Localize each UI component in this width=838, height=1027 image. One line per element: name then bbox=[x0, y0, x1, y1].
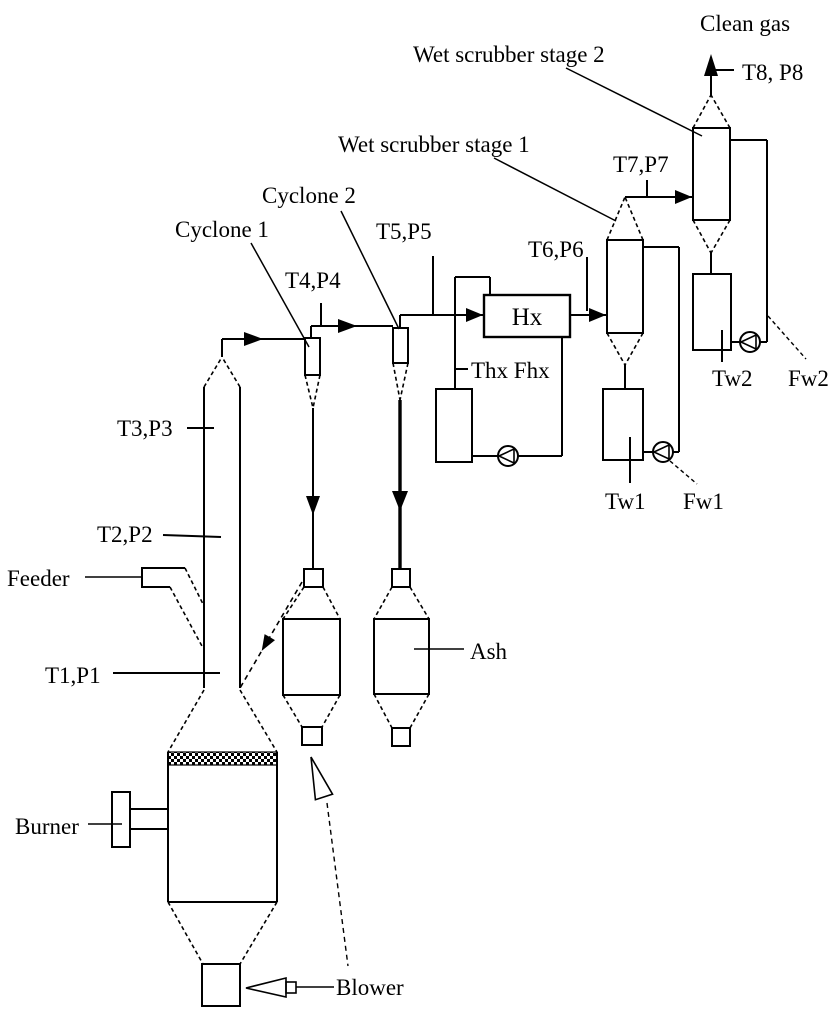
blower-up-arrow-icon bbox=[310, 756, 334, 801]
blower-arrow-icon bbox=[245, 976, 287, 998]
cyclone-2 bbox=[392, 308, 484, 568]
scrubber2-water-tank bbox=[692, 273, 732, 351]
heat-exchanger: Hx Thx Fhx bbox=[435, 276, 607, 467]
t2p2-tick bbox=[162, 534, 222, 538]
flow-arrow-into-hx bbox=[466, 308, 483, 322]
t1p1-label: T1,P1 bbox=[45, 663, 101, 688]
t3p3-label: T3,P3 bbox=[117, 416, 173, 441]
t5p5-label: T5,P5 bbox=[376, 219, 432, 244]
burner-flange bbox=[111, 791, 131, 848]
cyclone1-leader bbox=[250, 242, 310, 348]
t2p2-label: T2,P2 bbox=[97, 522, 153, 547]
fw2-leader bbox=[767, 315, 807, 360]
burner-label: Burner bbox=[15, 814, 79, 839]
feeder: Feeder bbox=[7, 566, 204, 649]
cyclone-1 bbox=[304, 319, 393, 568]
collector2-upper-cone bbox=[373, 586, 430, 620]
collector2-top-neck bbox=[391, 568, 411, 588]
wet-scrubber-stage-2: Clean gas T8, P8 Tw2 Fw2 bbox=[692, 11, 829, 391]
riser-sensor-labels: T3,P3 T2,P2 T1,P1 bbox=[45, 416, 222, 688]
t8p8-label: T8, P8 bbox=[742, 60, 803, 85]
t4p4-label: T4,P4 bbox=[285, 268, 341, 293]
flow-arrow-solids-return bbox=[261, 634, 275, 651]
riser-walls bbox=[203, 338, 305, 688]
scrubber1-recirculation-pipes bbox=[643, 246, 680, 453]
feeder-chute bbox=[141, 567, 185, 588]
scrubber2-cones bbox=[692, 94, 731, 254]
cyclone1-body bbox=[304, 337, 321, 376]
cyclone1-label: Cyclone 1 bbox=[175, 217, 269, 242]
reactor-hopper bbox=[167, 901, 278, 965]
scrubber2-pump-icon bbox=[739, 331, 761, 353]
hx-label: Hx bbox=[512, 304, 543, 331]
distributor-plate bbox=[167, 751, 278, 766]
scrubber1-column bbox=[606, 239, 644, 334]
flow-arrow-dipleg1-down bbox=[306, 496, 320, 515]
thx-fhx-label: Thx Fhx bbox=[471, 358, 550, 383]
collector1-upper-cone bbox=[282, 586, 341, 620]
cyclone2-label: Cyclone 2 bbox=[262, 183, 356, 208]
collector2-body bbox=[373, 618, 430, 695]
collector1-body bbox=[282, 618, 341, 696]
cyclone-labels: Cyclone 1 Cyclone 2 T4,P4 T5,P5 bbox=[175, 183, 434, 348]
scrubber2-recirculation-pipes bbox=[730, 139, 768, 343]
blower-annotations: Blower bbox=[245, 756, 404, 1000]
tw1-label: Tw1 bbox=[605, 489, 646, 514]
blower-up-arrow-leader bbox=[326, 802, 349, 967]
feeder-label: Feeder bbox=[7, 566, 70, 591]
feeder-chute-dashed bbox=[169, 567, 204, 649]
ash-label: Ash bbox=[470, 639, 508, 664]
reactor bbox=[167, 581, 303, 1007]
reactor-shoulders bbox=[167, 689, 278, 753]
t6p6-label: T6,P6 bbox=[528, 237, 584, 262]
flow-arrow-dipleg2-down bbox=[392, 491, 408, 511]
blower-arrow-tail bbox=[285, 981, 297, 994]
collector1-top-neck bbox=[303, 568, 324, 588]
scrubber2-column bbox=[692, 127, 731, 221]
reactor-body bbox=[167, 752, 278, 903]
cyclone1-cone bbox=[304, 374, 321, 409]
wet-scrubber-stage-1: Tw1 Fw1 T7,P7 T6,P6 bbox=[528, 152, 724, 514]
flow-arrow-clean-gas-up bbox=[704, 54, 718, 76]
wet-scrubber-stage1-label: Wet scrubber stage 1 bbox=[338, 132, 530, 157]
scrubber1-water-tank bbox=[602, 388, 644, 461]
flow-arrow-into-scrubber2 bbox=[675, 190, 692, 204]
flow-arrow-cyclone1-to-cyclone2 bbox=[338, 319, 357, 333]
scrubber1-cones bbox=[606, 196, 644, 366]
fw1-label: Fw1 bbox=[683, 489, 724, 514]
ash-collector-2: Ash bbox=[373, 568, 508, 747]
flow-arrow-riser-to-cyclone1 bbox=[244, 332, 263, 346]
solids-return-line bbox=[239, 581, 303, 689]
wet-scrubber-stage2-label: Wet scrubber stage 2 bbox=[413, 42, 605, 67]
burner: Burner bbox=[15, 791, 168, 848]
fw2-label: Fw2 bbox=[788, 366, 829, 391]
collector1-lower-cone bbox=[282, 694, 341, 728]
collector2-lower-cone bbox=[373, 693, 430, 729]
hx-cooling-loop-pipes bbox=[454, 276, 563, 457]
hx-pump-icon bbox=[497, 445, 519, 467]
blower-label: Blower bbox=[336, 975, 404, 1000]
cyclone2-body bbox=[392, 327, 409, 364]
collector1-bottom-neck bbox=[301, 726, 323, 746]
collector2-bottom-neck bbox=[391, 727, 411, 747]
riser-column bbox=[203, 332, 305, 688]
cyclone2-leader bbox=[340, 210, 400, 330]
clean-gas-label: Clean gas bbox=[700, 11, 790, 36]
riser-top-cone bbox=[203, 356, 241, 388]
scrubber1-pump-icon bbox=[652, 441, 674, 463]
ash-collector-1 bbox=[282, 568, 341, 746]
reactor-bottom-box bbox=[201, 963, 241, 1007]
flow-arrow-into-scrubber1 bbox=[589, 308, 606, 322]
scrubber-title-labels: Wet scrubber stage 2 Wet scrubber stage … bbox=[338, 42, 703, 222]
cyclone2-cone bbox=[392, 362, 409, 401]
burner-pipe bbox=[130, 808, 168, 830]
wet-scrubber-stage1-leader bbox=[493, 157, 617, 222]
t7p7-label: T7,P7 bbox=[613, 152, 669, 177]
hx-water-tank bbox=[435, 388, 473, 463]
wet-scrubber-stage2-leader bbox=[565, 67, 703, 137]
tw2-label: Tw2 bbox=[712, 366, 753, 391]
fw1-leader bbox=[669, 460, 698, 485]
